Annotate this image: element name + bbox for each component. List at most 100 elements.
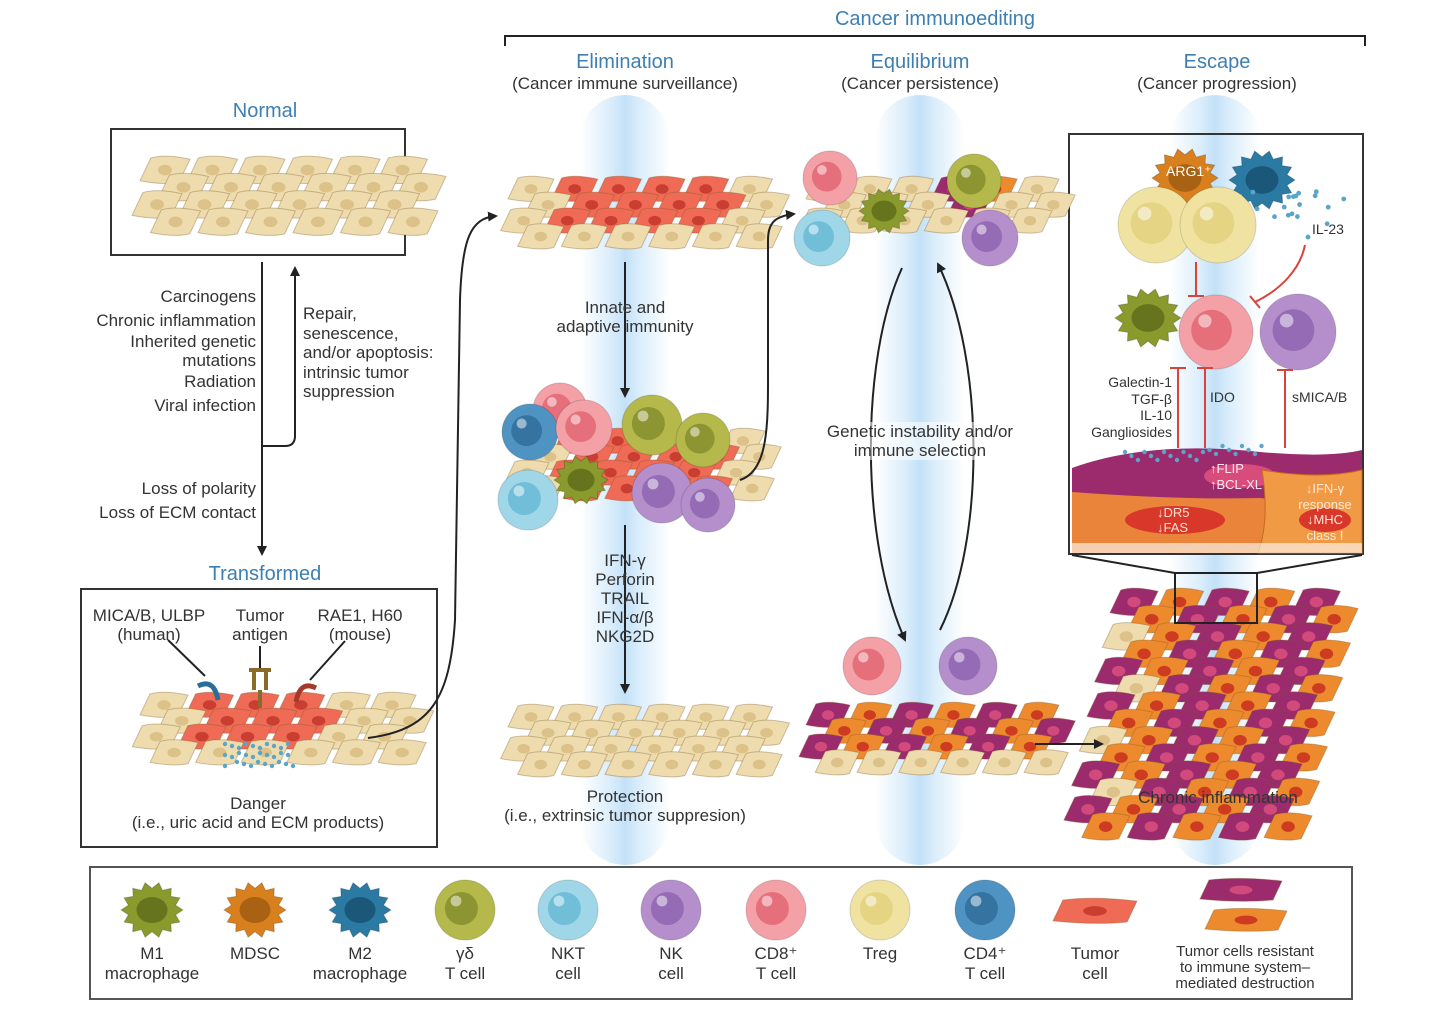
escape-tissue-cell-nucleus [1190,614,1205,625]
elimination-top-tissue-cell-nucleus [752,231,766,242]
equilibrium-bottom-tissue-cell-nucleus [905,710,918,720]
protection-tissue-cell-nucleus [611,712,625,722]
il23-particle [1286,194,1292,200]
treg-cell-nucleus [1192,202,1235,245]
protection-tissue-cell-nucleus [577,759,591,770]
transformed-tissue [131,691,435,766]
danger-label: Danger (i.e., uric acid and ECM products… [131,794,385,833]
cd8-t-cell-highlight [570,414,581,425]
legend-resistant-purple-icon-nucleus [1229,885,1253,895]
escape-tissue-cell-nucleus [1218,596,1232,608]
escape-tissue-cell-nucleus [1126,804,1141,815]
soluble-factor [1207,447,1212,453]
escape-tissue-cell-nucleus [1256,631,1270,642]
transformed-tissue-cell-nucleus [167,747,181,758]
nk-cell-nucleus [689,488,720,519]
elimination-top-tissue-cell-nucleus [534,231,548,242]
elimination-top-tissue-cell-nucleus [585,200,599,210]
elimination-top-tissue-cell-nucleus [672,200,686,210]
legend-label-line: NKT [551,944,585,963]
escape-tissue-cell-nucleus [1233,734,1247,746]
elimination-top-tissue-cell-nucleus [760,200,773,210]
il23-particle [1285,212,1291,218]
escape-tissue-cell-nucleus [1205,752,1219,763]
danger-particle [241,761,247,767]
legend-label-line: CD4⁺ [963,944,1007,963]
nk-cell-nucleus [1272,309,1315,351]
transformed-tissue-cell-nucleus [202,700,217,710]
gd-t-cell-highlight [637,410,649,422]
il23-particle [1254,206,1260,212]
escape-tissue-cell-nucleus [1106,786,1121,798]
escape-tissue-cell-nucleus [1248,665,1263,677]
equilibrium-bottom-tissue [798,701,1076,776]
danger-particle [236,745,242,751]
protection-tissue-cell-nucleus [524,712,538,722]
normal-tissue-cell-nucleus [292,199,307,210]
protection-tissue-cell-nucleus [743,712,756,722]
equilibrium-bottom-tissue-cell-nucleus [963,726,976,736]
protection-tissue-cell-nucleus [735,743,749,754]
nk-cell-nucleus [641,475,675,508]
danger-particle [285,752,291,758]
m2-macrophage-nucleus [1245,166,1279,194]
equilibrium-bottom-tissue-cell-nucleus [1030,710,1044,720]
normal-tissue-cell-nucleus [271,182,286,193]
protection-tissue-cell-nucleus [709,759,722,770]
transformed-tissue-cell-nucleus [385,700,399,710]
legend-7-icon-highlight [865,895,877,907]
escape-tissue-cell-nucleus [1119,631,1134,642]
escape-tissue-cell-nucleus [1144,821,1158,832]
legend-resistant-orange-icon-nucleus [1234,915,1258,925]
legend-label-line: Tumor cells resistant [1176,943,1314,960]
legend-label-line: macrophage [104,964,200,983]
transformed-tissue-cell-nucleus [266,716,280,726]
escape-tissue-cell-nucleus [1236,614,1250,625]
escape-tissue-cell-nucleus [1104,700,1118,711]
arg1-label: ARG1⁺ [1166,163,1212,179]
elimination-mid-tissue-cell-nucleus [620,483,634,494]
equilibrium-bottom-tissue-cell-nucleus [940,741,953,752]
legend-label-line: M1 [140,944,164,963]
equilibrium-bottom-tissue-cell-nucleus [982,741,995,752]
escape-tissue-cell-nucleus [1149,700,1164,711]
elimination-top-tissue-cell-nucleus [648,215,662,226]
orange-cell-nucleus [1299,508,1351,532]
nkt-cell-nucleus [507,482,541,515]
equilibrium-bottom-tissue-cell-nucleus [879,726,893,736]
equilibrium-bottom-tissue-cell-nucleus [898,741,911,752]
equilibrium-bottom-tissue-cell-nucleus [998,757,1011,768]
rae1-label: RAE1, H60 (mouse) [317,606,403,645]
cd8-t-cell-highlight [858,652,869,663]
protection-tissue-cell-nucleus [585,728,599,738]
rae1-receptor-icon [293,683,318,703]
normal-tissue-cell-nucleus [224,182,238,193]
zoom-connector-left [1071,554,1176,574]
protection-tissue-cell-nucleus [560,743,574,754]
transformed-tissue-cell-nucleus [220,716,235,726]
soluble-factor [1220,443,1225,449]
il23-particle [1294,214,1300,219]
protection-tissue-cell-nucleus [655,712,669,722]
danger-particle [262,761,268,767]
elimination-mid-tissue-cell-nucleus [729,467,743,478]
equilibrium-top-tissue-cell-nucleus [921,200,935,210]
soluble-factor [1194,457,1199,463]
elimination-mid-tissue-cell-nucleus [604,467,617,478]
elimination-mid-tissue-cell-nucleus [627,452,641,462]
dr5-label: ↓DR5 ↓FAS [1157,505,1190,535]
elimination-top-tissue-cell-nucleus [735,215,749,226]
escape-subtitle: (Cancer progression) [1137,74,1297,93]
legend-label: CD4⁺T cell [895,944,1075,984]
danger-particle [250,754,256,760]
normal-tissue-cell-nucleus [366,182,381,193]
normal-tissue-cell-nucleus [253,164,267,176]
equilibrium-bottom-tissue-cell-nucleus [814,741,828,752]
elimination-top-tissue-cell-nucleus [709,231,722,242]
danger-particle [257,745,263,751]
escape-tissue-cell-nucleus [1114,752,1128,763]
mica-connector [167,639,206,677]
legend-label-line: CD8⁺ [754,944,798,963]
soluble-factor [1122,449,1128,455]
